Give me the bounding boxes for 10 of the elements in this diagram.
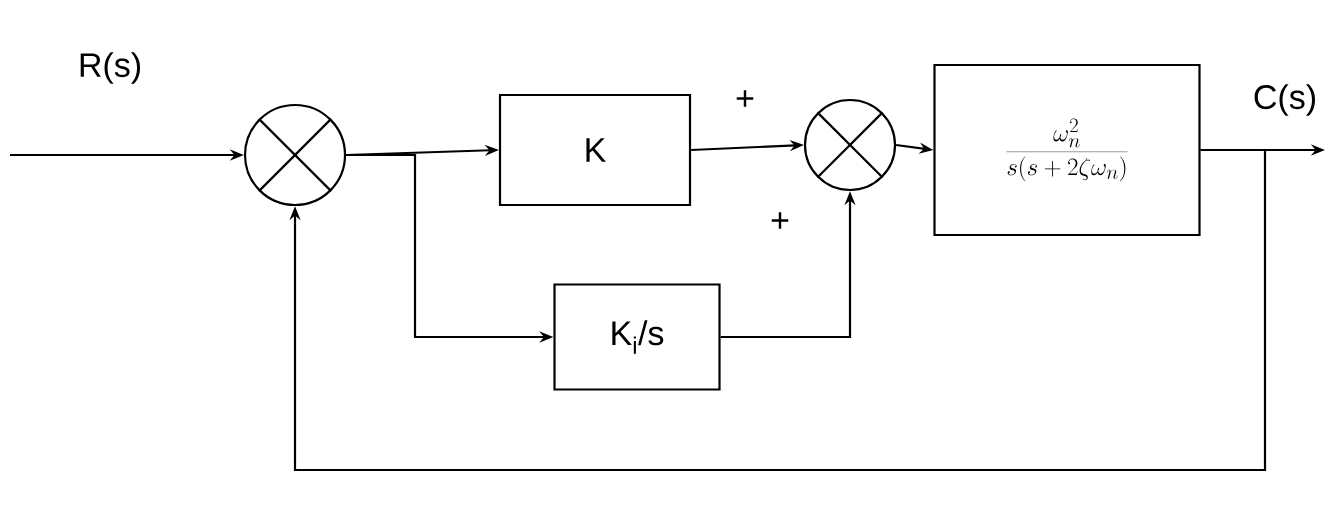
transfer-function-box: $\frac{\omega_n^2}{s(s+2\zeta\omega_n)}$ xyxy=(933,63,1201,237)
signal-label: R(s) xyxy=(80,52,140,84)
gain-box: K$_{i}$/s xyxy=(553,283,721,391)
sign-label: + xyxy=(769,211,791,233)
sign-label: + xyxy=(734,89,756,111)
signal-label: C(s) xyxy=(1254,84,1315,116)
gain-box: K xyxy=(498,93,692,207)
arrow xyxy=(289,148,1267,472)
summing-junction xyxy=(243,103,347,207)
summing-junction xyxy=(803,98,897,192)
